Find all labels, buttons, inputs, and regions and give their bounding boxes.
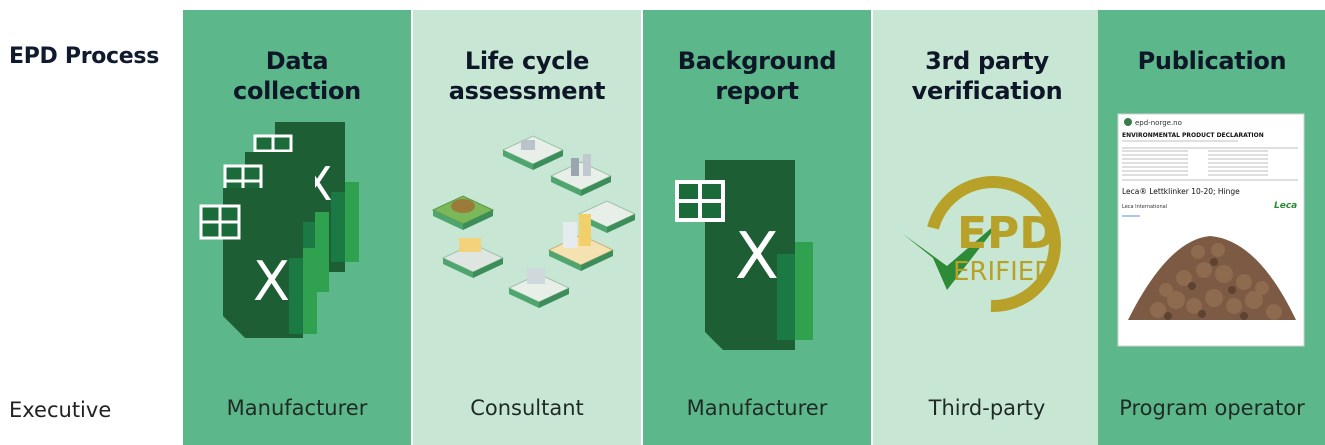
doc-company: Leca International [1122, 204, 1167, 210]
step-title: Life cycle assessment [448, 47, 606, 105]
epd-document-icon: epd-norge.no ENVIRONMENTAL PRODUCT DECLA… [1117, 113, 1305, 347]
step-executive: Manufacturer [686, 396, 828, 420]
step-executive: Program operator [1119, 396, 1305, 420]
svg-text:X: X [735, 220, 779, 294]
epd-process-label: EPD Process [9, 44, 160, 69]
clay-pellets-pile [1128, 236, 1296, 320]
doc-product: Leca® Lettklinker 10-20; Hinge [1122, 187, 1240, 196]
epd-verified-badge-icon: EPD ERIFIED [903, 176, 1061, 313]
doc-logo: Leca [1274, 201, 1297, 211]
svg-text:X: X [253, 250, 290, 313]
executive-label: Executive [9, 398, 112, 422]
step-title: Data collection [233, 47, 361, 105]
doc-heading: ENVIRONMENTAL PRODUCT DECLARATION [1122, 132, 1264, 139]
step-3rd-party-verification: 3rd party verification EPD ERIFIED Third… [873, 10, 1101, 445]
excel-stack-icon: X X X [199, 122, 359, 338]
step-data-collection: Data collection X X X [183, 10, 411, 445]
step-publication: Publication epd-norge.no ENVIRONMENTAL P… [1098, 10, 1325, 445]
step-title: 3rd party verification [911, 47, 1063, 105]
step-background-report: Background report X Manufacturer [643, 10, 871, 445]
step-executive: Third-party [928, 396, 1046, 420]
badge-text-verified: ERIFIED [953, 257, 1054, 287]
isometric-city-icon [431, 135, 637, 308]
step-executive: Manufacturer [226, 396, 368, 420]
excel-icon: X [675, 160, 813, 350]
step-title: Background report [677, 47, 837, 105]
step-executive: Consultant [470, 396, 584, 420]
step-life-cycle-assessment: Life cycle assessment Consul [413, 10, 641, 445]
badge-text-epd: EPD [957, 208, 1056, 259]
doc-brand: epd-norge.no [1135, 119, 1182, 127]
step-title: Publication [1137, 47, 1287, 75]
